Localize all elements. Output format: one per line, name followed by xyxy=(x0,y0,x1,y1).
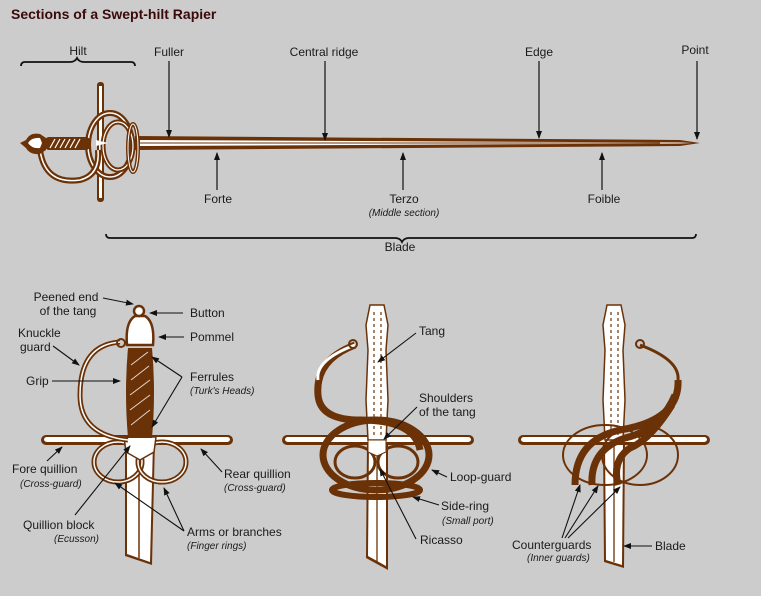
label-side-ring-note: (Small port) xyxy=(442,516,494,527)
label-ferrules-note: (Turk's Heads) xyxy=(190,386,255,397)
diagram-title: Sections of a Swept-hilt Rapier xyxy=(11,6,217,22)
label-fuller: Fuller xyxy=(153,45,185,59)
label-side-ring: Side-ring xyxy=(441,499,490,513)
label-fore-quillion: Fore quillion xyxy=(12,462,78,476)
hilt-bracket xyxy=(20,55,136,67)
label-fore-quillion-note: (Cross-guard) xyxy=(20,479,82,490)
hilt-interior xyxy=(518,304,710,568)
label-pommel: Pommel xyxy=(190,330,235,344)
label-grip: Grip xyxy=(26,374,49,388)
label-ferrules: Ferrules xyxy=(190,370,235,384)
label-quillion-block: Quillion block xyxy=(23,518,95,532)
blade-bracket xyxy=(105,233,697,245)
label-terzo: Terzo xyxy=(389,192,419,206)
label-button: Button xyxy=(190,306,225,320)
label-blade-right: Blade xyxy=(655,539,686,553)
hilt-exterior xyxy=(41,304,233,565)
label-knuckle-guard: Knuckle xyxy=(18,326,61,340)
label-shoulders: Shoulders xyxy=(419,391,474,405)
label-knuckle-guard-2: guard xyxy=(20,340,51,354)
hilt-tang-view xyxy=(282,304,474,570)
label-ricasso: Ricasso xyxy=(420,533,463,547)
label-point: Point xyxy=(681,43,709,57)
label-edge: Edge xyxy=(524,45,554,59)
label-forte: Forte xyxy=(203,192,233,206)
label-rear-quillion: Rear quillion xyxy=(224,467,291,481)
label-terzo-note: (Middle section) xyxy=(368,208,440,219)
label-peened-end-2: of the tang xyxy=(39,304,97,318)
label-peened-end: Peened end xyxy=(33,290,99,304)
label-loop-guard: Loop-guard xyxy=(450,470,512,484)
label-rear-quillion-note: (Cross-guard) xyxy=(224,483,286,494)
label-foible: Foible xyxy=(587,192,621,206)
full-sword xyxy=(20,82,700,202)
label-tang: Tang xyxy=(419,324,446,338)
label-arms-note: (Finger rings) xyxy=(187,541,247,552)
label-quillion-block-note: (Ecusson) xyxy=(54,534,100,545)
label-central-ridge: Central ridge xyxy=(289,45,359,59)
label-arms: Arms or branches xyxy=(187,525,282,539)
label-hilt: Hilt xyxy=(69,44,87,58)
label-shoulders-2: of the tang xyxy=(419,405,476,419)
label-counterguards: Counterguards xyxy=(512,538,592,552)
label-blade: Blade xyxy=(384,240,416,254)
label-counterguards-note: (Inner guards) xyxy=(527,553,590,564)
